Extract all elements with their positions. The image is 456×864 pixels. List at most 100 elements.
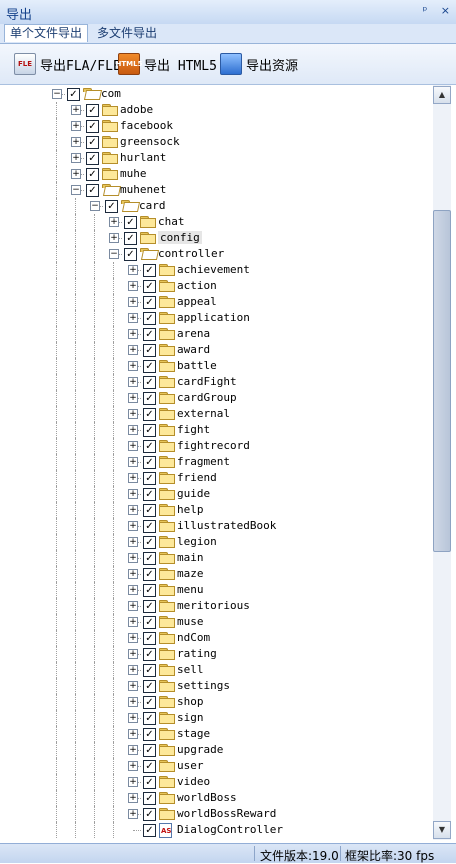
expand-icon[interactable]: + [128, 505, 138, 515]
checkbox[interactable]: ✓ [67, 88, 80, 101]
tree-item-label[interactable]: rating [177, 647, 217, 660]
tree-row[interactable]: + ✓ arena [0, 326, 433, 342]
tree-item-label[interactable]: muse [177, 615, 204, 628]
tab-single-file-export[interactable]: 单个文件导出 [4, 24, 89, 42]
checkbox[interactable]: ✓ [86, 136, 99, 149]
tree-row[interactable]: +✓external [0, 406, 433, 422]
checkbox[interactable]: ✓ [105, 200, 118, 213]
expand-icon[interactable]: + [128, 633, 138, 643]
checkbox[interactable]: ✓ [143, 360, 156, 373]
tree-item-label[interactable]: sign [177, 711, 204, 724]
tree-item-label[interactable]: DialogController [177, 823, 283, 836]
tree-row[interactable]: −✓muhenet [0, 182, 433, 198]
checkbox[interactable]: ✓ [143, 328, 156, 341]
tree-row[interactable]: +✓cardFight [0, 374, 433, 390]
tree-row[interactable]: +✓main [0, 550, 433, 566]
collapse-icon[interactable]: − [90, 201, 100, 211]
checkbox[interactable]: ✓ [124, 232, 137, 245]
tree-item-label[interactable]: guide [177, 487, 211, 500]
checkbox[interactable]: ✓ [143, 664, 156, 677]
tree-item-label[interactable]: cardFight [177, 375, 237, 388]
expand-icon[interactable]: + [128, 329, 138, 339]
checkbox[interactable]: ✓ [124, 216, 137, 229]
tree-row[interactable]: +✓fight [0, 422, 433, 438]
tree-row[interactable]: +✓muhe [0, 166, 433, 182]
collapse-icon[interactable]: − [109, 249, 119, 259]
checkbox[interactable]: ✓ [143, 776, 156, 789]
tree-item-label[interactable]: achievement [177, 263, 250, 276]
tree-item-label[interactable]: arena [177, 327, 211, 340]
tree-row[interactable]: +✓friend [0, 470, 433, 486]
checkbox[interactable]: ✓ [143, 344, 156, 357]
scrollbar-thumb[interactable] [433, 210, 451, 552]
tree-item-label[interactable]: greensock [120, 135, 180, 148]
expand-icon[interactable]: + [128, 409, 138, 419]
export-resources-button[interactable]: 导出资源 [220, 53, 298, 75]
checkbox[interactable]: ✓ [143, 296, 156, 309]
tree-item-label[interactable]: action [177, 279, 217, 292]
checkbox[interactable]: ✓ [143, 728, 156, 741]
checkbox[interactable]: ✓ [143, 408, 156, 421]
tree-item-label[interactable]: ndCom [177, 631, 211, 644]
tree-item-label[interactable]: fightrecord [177, 439, 250, 452]
tree-row[interactable]: +✓guide [0, 486, 433, 502]
expand-icon[interactable]: + [109, 217, 119, 227]
tree-item-label[interactable]: cardGroup [177, 391, 237, 404]
expand-icon[interactable]: + [128, 553, 138, 563]
expand-icon[interactable]: + [128, 313, 138, 323]
scroll-down-arrow-icon[interactable]: ▼ [433, 821, 451, 839]
expand-icon[interactable]: + [109, 233, 119, 243]
scroll-up-arrow-icon[interactable]: ▲ [433, 86, 451, 104]
tree-row[interactable]: +✓shop [0, 694, 433, 710]
checkbox[interactable]: ✓ [143, 440, 156, 453]
tree-row[interactable]: −✓com [0, 86, 433, 102]
tree-row[interactable]: +✓settings [0, 678, 433, 694]
close-icon[interactable]: × [440, 4, 450, 17]
tree-item-label[interactable]: config [158, 231, 202, 244]
tree-item-label[interactable]: com [101, 87, 121, 100]
tree-item-label[interactable]: card [139, 199, 166, 212]
checkbox[interactable]: ✓ [143, 376, 156, 389]
tree-row[interactable]: +✓chat [0, 214, 433, 230]
tree-row[interactable]: + ✓ stage [0, 726, 433, 742]
tree-item-label[interactable]: upgrade [177, 743, 224, 756]
expand-icon[interactable]: + [128, 617, 138, 627]
tree-item-label[interactable]: menu [177, 583, 204, 596]
tree-row[interactable]: +✓facebook [0, 118, 433, 134]
tree-row[interactable]: +✓video [0, 774, 433, 790]
tree-item-label[interactable]: hurlant [120, 151, 167, 164]
tree-row[interactable]: +✓ndCom [0, 630, 433, 646]
expand-icon[interactable]: + [128, 729, 138, 739]
collapse-icon[interactable]: − [71, 185, 81, 195]
expand-icon[interactable]: + [128, 697, 138, 707]
checkbox[interactable]: ✓ [143, 616, 156, 629]
tree-item-label[interactable]: appeal [177, 295, 217, 308]
checkbox[interactable]: ✓ [143, 568, 156, 581]
tree-item-label[interactable]: worldBossReward [177, 807, 277, 820]
expand-icon[interactable]: + [128, 713, 138, 723]
package-tree[interactable]: −✓com+✓adobe+✓facebook+✓greensock+✓hurla… [0, 85, 434, 840]
checkbox[interactable]: ✓ [86, 184, 99, 197]
checkbox[interactable]: ✓ [143, 280, 156, 293]
checkbox[interactable]: ✓ [143, 584, 156, 597]
tree-row[interactable]: +✓battle [0, 358, 433, 374]
tree-item-label[interactable]: award [177, 343, 211, 356]
tree-item-label[interactable]: help [177, 503, 204, 516]
tree-row[interactable]: +✓menu [0, 582, 433, 598]
tree-row[interactable]: + ✓ muse [0, 614, 433, 630]
checkbox[interactable]: ✓ [143, 648, 156, 661]
tree-row[interactable]: +✓adobe [0, 102, 433, 118]
tree-item-label[interactable]: stage [177, 727, 211, 740]
expand-icon[interactable]: + [128, 681, 138, 691]
checkbox[interactable]: ✓ [86, 104, 99, 117]
expand-icon[interactable]: + [128, 425, 138, 435]
expand-icon[interactable]: + [128, 393, 138, 403]
tree-item-label[interactable]: fight [177, 423, 211, 436]
checkbox[interactable]: ✓ [143, 824, 156, 837]
tree-item-label[interactable]: facebook [120, 119, 173, 132]
tree-item-label[interactable]: application [177, 311, 250, 324]
tree-row[interactable]: +✓cardGroup [0, 390, 433, 406]
checkbox[interactable]: ✓ [143, 744, 156, 757]
checkbox[interactable]: ✓ [143, 552, 156, 565]
expand-icon[interactable]: + [128, 761, 138, 771]
